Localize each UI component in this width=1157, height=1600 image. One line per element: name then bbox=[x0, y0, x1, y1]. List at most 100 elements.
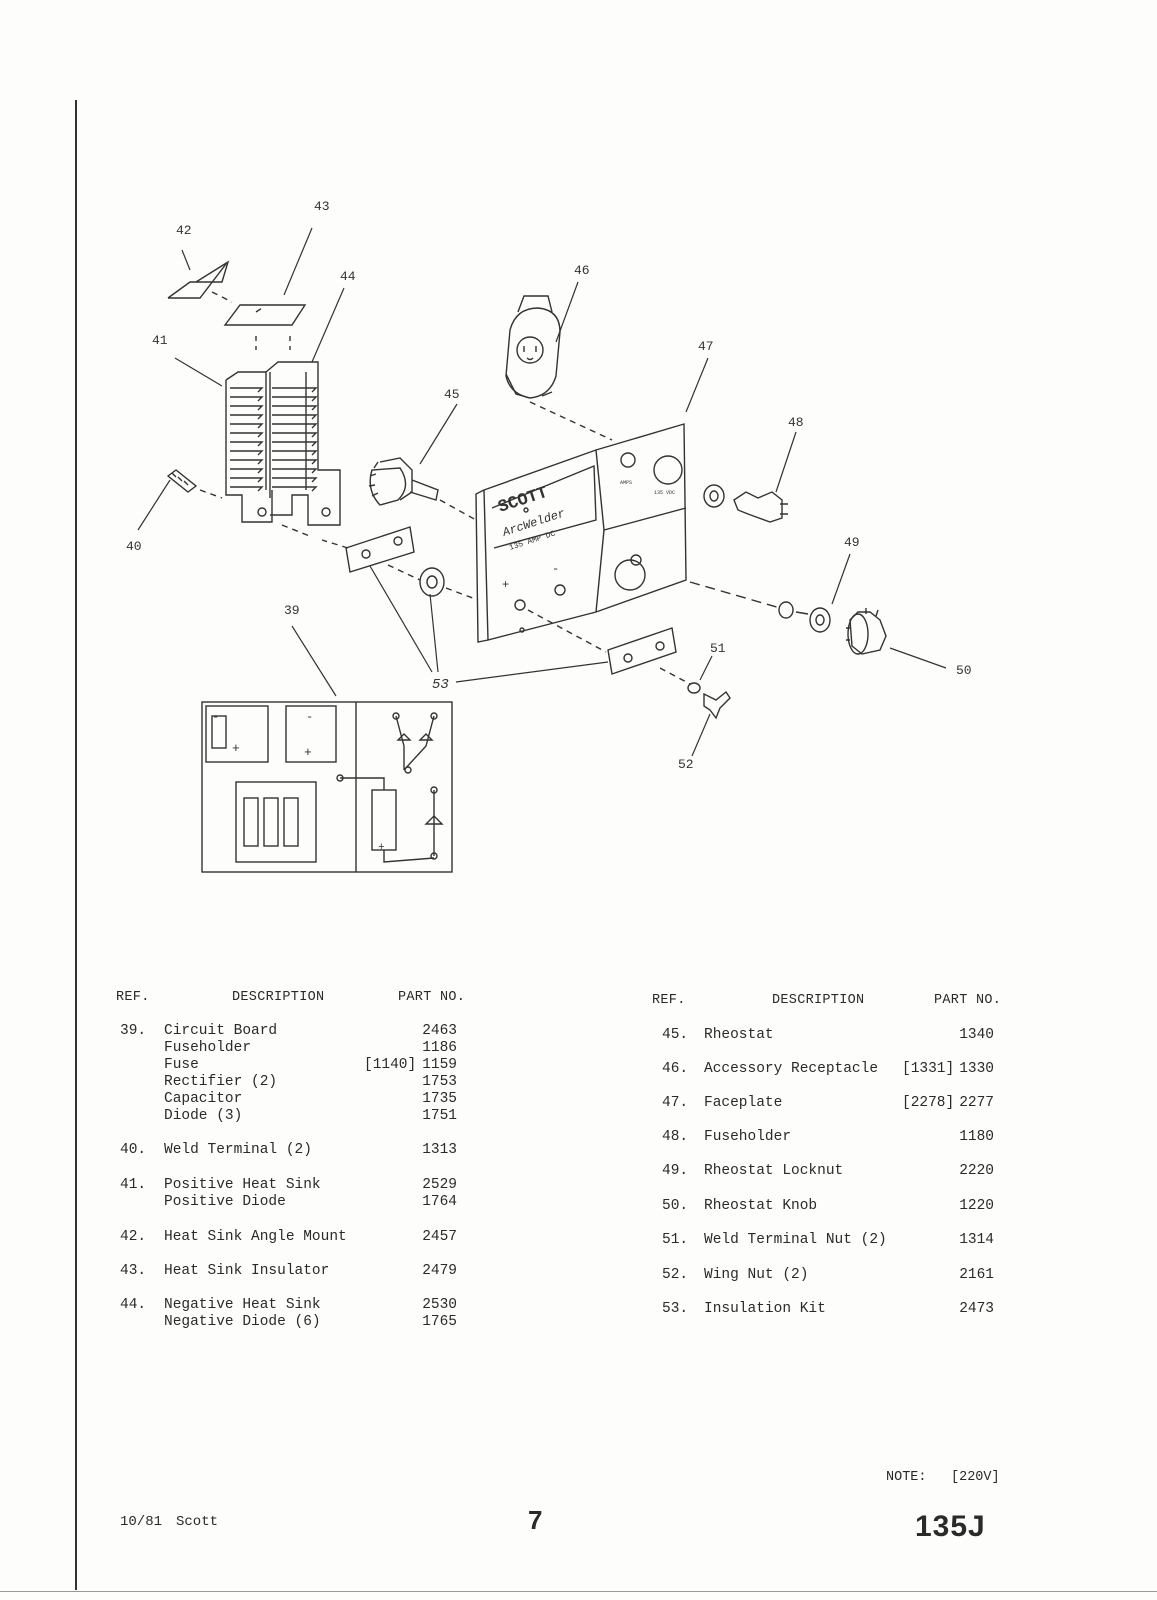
heat-sink-fin bbox=[272, 423, 318, 429]
left-ref-header: REF. bbox=[116, 990, 150, 1005]
weld-terminal-bolt-part bbox=[166, 469, 198, 493]
callout-42: 42 bbox=[176, 223, 192, 238]
right-row-description: Insulation Kit bbox=[704, 1301, 826, 1317]
right-part-header: PART NO. bbox=[934, 993, 1002, 1008]
faceplate-lettering: SCOTT ArcWelder 135 AMP DC AMPS 135 VDC … bbox=[496, 480, 675, 592]
circuit-board-part bbox=[201, 701, 453, 873]
footer-date: 10/81 bbox=[120, 1514, 163, 1530]
right-row-description: Wing Nut (2) bbox=[704, 1267, 809, 1283]
faceplate-amps-label: AMPS bbox=[620, 480, 632, 486]
svg-text:+: + bbox=[232, 741, 240, 756]
left-row-part-number: 2479 bbox=[422, 1263, 457, 1279]
left-row-description: Negative Heat Sink bbox=[164, 1297, 321, 1313]
rheostat-part bbox=[368, 457, 439, 506]
right-row-description: Rheostat bbox=[704, 1027, 774, 1043]
left-row-ref: 39. bbox=[120, 1023, 147, 1039]
callout-40: 40 bbox=[126, 539, 142, 554]
svg-text:-: - bbox=[212, 710, 219, 724]
left-row-part-number: 1186 bbox=[422, 1040, 457, 1056]
heat-sink-fin bbox=[272, 477, 318, 483]
right-row-ref: 50. bbox=[662, 1198, 689, 1214]
left-row-description: Rectifier (2) bbox=[164, 1074, 278, 1090]
heat-sink-fin bbox=[230, 432, 264, 438]
heat-sink-fin bbox=[272, 441, 318, 447]
right-row-part-number: 2277 bbox=[959, 1095, 994, 1111]
right-row-ref: 48. bbox=[662, 1129, 689, 1145]
right-row-description: Accessory Receptacle bbox=[704, 1061, 879, 1077]
callout-39: 39 bbox=[284, 603, 300, 618]
callout-41: 41 bbox=[152, 333, 168, 348]
callout-46: 46 bbox=[574, 263, 590, 278]
heat-sink-fin bbox=[230, 450, 264, 456]
right-row-ref: 51. bbox=[662, 1232, 689, 1248]
svg-text:-: - bbox=[552, 562, 559, 576]
right-row-part-number: 1340 bbox=[959, 1027, 994, 1043]
footer-brand: Scott bbox=[176, 1514, 219, 1530]
right-row-description: Rheostat Locknut bbox=[704, 1163, 844, 1179]
heat-sink-fin bbox=[272, 450, 318, 456]
left-row-ref: 40. bbox=[120, 1142, 147, 1158]
callout-47: 47 bbox=[698, 339, 714, 354]
callout-44: 44 bbox=[340, 269, 356, 284]
left-row-part-number: 2457 bbox=[422, 1229, 457, 1245]
heat-sink-fin bbox=[272, 432, 318, 438]
model-number: 135J bbox=[915, 1510, 986, 1543]
heat-sink-fin bbox=[230, 468, 264, 474]
heat-sink-assembly-part bbox=[225, 361, 341, 526]
right-row-alt-part: [2278] bbox=[902, 1095, 955, 1111]
left-row-description: Weld Terminal (2) bbox=[164, 1142, 312, 1158]
bottom-edge-line bbox=[0, 1591, 1157, 1592]
left-row-description: Fuseholder bbox=[164, 1040, 252, 1056]
right-row-alt-part: [1331] bbox=[902, 1061, 955, 1077]
left-part-header: PART NO. bbox=[398, 990, 466, 1005]
heat-sink-angle-mount-part bbox=[167, 260, 230, 299]
left-row-part-number: 1313 bbox=[422, 1142, 457, 1158]
callout-51: 51 bbox=[710, 641, 726, 656]
callout-45: 45 bbox=[444, 387, 460, 402]
heat-sink-fin bbox=[272, 468, 318, 474]
right-row-part-number: 2473 bbox=[959, 1301, 994, 1317]
heat-sink-fin bbox=[230, 396, 264, 402]
accessory-receptacle-part bbox=[505, 295, 561, 399]
right-row-ref: 49. bbox=[662, 1163, 689, 1179]
note-label: NOTE: bbox=[886, 1470, 927, 1485]
right-row-part-number: 1220 bbox=[959, 1198, 994, 1214]
callout-52: 52 bbox=[678, 757, 694, 772]
right-row-ref: 46. bbox=[662, 1061, 689, 1077]
right-row-part-number: 2161 bbox=[959, 1267, 994, 1283]
svg-text:+: + bbox=[304, 745, 312, 760]
svg-text:+: + bbox=[502, 578, 509, 592]
left-row-description: Diode (3) bbox=[164, 1108, 243, 1124]
note-value: [220V] bbox=[951, 1470, 1000, 1485]
left-row-description: Heat Sink Insulator bbox=[164, 1263, 330, 1279]
left-row-part-number: 2530 bbox=[422, 1297, 457, 1313]
left-row-part-number: 1159 bbox=[422, 1057, 457, 1073]
left-row-part-number: 2463 bbox=[422, 1023, 457, 1039]
svg-text:-: - bbox=[306, 710, 313, 724]
right-row-part-number: 1180 bbox=[959, 1129, 994, 1145]
left-row-part-number: 1765 bbox=[422, 1314, 457, 1330]
left-row-part-number: 1764 bbox=[422, 1194, 457, 1210]
right-row-part-number: 1330 bbox=[959, 1061, 994, 1077]
callout-leader-lines bbox=[137, 227, 947, 757]
svg-text:+: + bbox=[378, 842, 385, 854]
left-row-description: Positive Heat Sink bbox=[164, 1177, 321, 1193]
callout-43: 43 bbox=[314, 199, 330, 214]
left-row-description: Capacitor bbox=[164, 1091, 243, 1107]
rheostat-knob-part bbox=[846, 608, 887, 655]
insulation-washer-part bbox=[419, 567, 445, 597]
page-number: 7 bbox=[528, 1505, 543, 1535]
heat-sink-fin bbox=[230, 441, 264, 447]
left-description-header: DESCRIPTION bbox=[232, 990, 325, 1005]
left-row-part-number: 1735 bbox=[422, 1091, 457, 1107]
heat-sink-fin bbox=[272, 414, 318, 420]
left-row-alt-part: [1140] bbox=[364, 1057, 417, 1073]
heat-sink-fin bbox=[230, 405, 264, 411]
left-row-part-number: 1751 bbox=[422, 1108, 457, 1124]
right-row-ref: 47. bbox=[662, 1095, 689, 1111]
left-row-ref: 42. bbox=[120, 1229, 147, 1245]
heat-sink-fin bbox=[230, 459, 264, 465]
right-row-description: Weld Terminal Nut (2) bbox=[704, 1232, 887, 1248]
right-row-description: Fuseholder bbox=[704, 1129, 792, 1145]
right-row-ref: 53. bbox=[662, 1301, 689, 1317]
